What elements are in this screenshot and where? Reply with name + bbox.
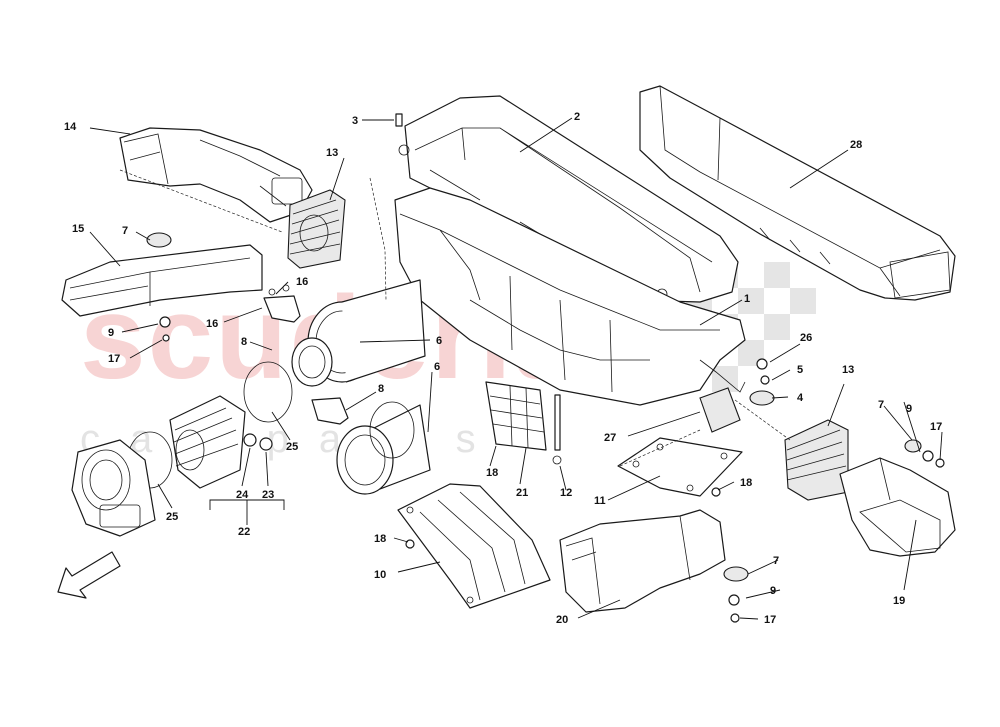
assembly-guides — [119, 169, 791, 467]
callout-2: 2 — [574, 111, 580, 123]
callout-26: 26 — [800, 332, 812, 344]
part-22-boot — [169, 395, 273, 489]
part-28-upper-duct — [639, 85, 956, 301]
callout-9-left: 9 — [108, 327, 114, 339]
part-15-flat-duct — [61, 244, 263, 317]
callout-14: 14 — [64, 121, 77, 133]
callout-25-right: 25 — [286, 441, 298, 453]
part-25-clamp-upper — [243, 361, 293, 423]
part-27-seal — [699, 387, 741, 433]
callout-8-upper: 8 — [241, 336, 247, 348]
direction-arrow-icon — [57, 551, 121, 599]
throttle-body — [71, 439, 156, 537]
callout-20: 20 — [556, 614, 568, 626]
callout-5: 5 — [797, 364, 803, 376]
part-13-bellow-right — [784, 419, 849, 501]
callout-28: 28 — [850, 139, 862, 151]
callout-19: 19 — [893, 595, 905, 607]
part-18-grille — [485, 381, 547, 451]
callout-11: 11 — [594, 495, 606, 507]
callout-27: 27 — [604, 432, 616, 444]
callout-7-right: 7 — [878, 399, 884, 411]
callout-17-bottom: 17 — [764, 614, 776, 626]
callout-6-upper: 6 — [436, 335, 442, 347]
callout-18-left: 18 — [374, 533, 386, 545]
callout-4: 4 — [797, 392, 804, 404]
callout-16-lower: 16 — [206, 318, 218, 330]
part-14-intake-duct — [119, 127, 313, 223]
callout-25-left: 25 — [166, 511, 178, 523]
part-21-rod — [552, 394, 562, 465]
callout-17-right: 17 — [930, 421, 942, 433]
callout-24: 24 — [236, 489, 249, 501]
callout-13-right: 13 — [842, 364, 854, 376]
callout-6-lower: 6 — [434, 361, 440, 373]
callout-21: 21 — [516, 487, 528, 499]
callout-8-lower: 8 — [378, 383, 384, 395]
part-8-sensor-lower — [311, 397, 349, 425]
callout-1: 1 — [744, 293, 750, 305]
callout-7-left: 7 — [122, 225, 128, 237]
part-16-sensor — [263, 284, 301, 323]
part-10-skid-plate — [397, 483, 551, 609]
callout-10: 10 — [374, 569, 386, 581]
callout-17-left: 17 — [108, 353, 120, 365]
callout-15: 15 — [72, 223, 84, 235]
part-6-filter-upper — [291, 279, 426, 387]
callout-12: 12 — [560, 487, 572, 499]
callout-13-left: 13 — [326, 147, 338, 159]
part-1-airbox-base — [394, 187, 746, 406]
callout-3: 3 — [352, 115, 358, 127]
part-19-right-duct — [839, 457, 956, 557]
fasteners — [146, 113, 945, 623]
callout-7-bottom: 7 — [773, 555, 779, 567]
callout-18-right: 18 — [740, 477, 752, 489]
callout-23: 23 — [262, 489, 274, 501]
part-13-bellow-left — [287, 189, 346, 269]
callout-labels: 1 2 3 4 5 6 6 7 7 7 8 8 9 9 9 10 11 12 1… — [64, 111, 942, 626]
part-6-filter-lower — [336, 401, 431, 495]
callout-18-center: 18 — [486, 467, 498, 479]
part-20-lower-duct — [559, 509, 726, 613]
callout-9-right: 9 — [906, 403, 912, 415]
sub-watermark: car parts — [80, 417, 506, 461]
callout-16-upper: 16 — [296, 276, 308, 288]
callout-22: 22 — [238, 526, 250, 538]
callout-9-bottom: 9 — [770, 585, 776, 597]
leader-lines — [89, 117, 943, 620]
